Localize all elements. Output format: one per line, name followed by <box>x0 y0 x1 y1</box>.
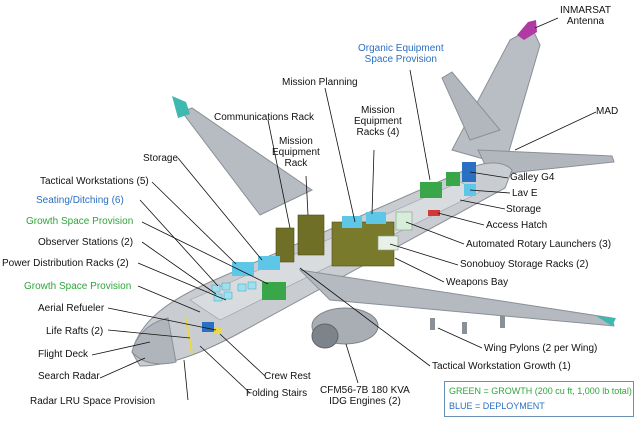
label-storage-top: Storage <box>143 153 179 164</box>
leader-lines <box>91 17 597 401</box>
label-mer-line2: Equipment <box>354 116 402 127</box>
inmarsat-antenna-shape <box>517 20 537 40</box>
label-galley: Galley G4 <box>510 172 555 183</box>
access-hatch-shape <box>428 210 440 216</box>
sonobuoy-rack-block <box>377 235 399 251</box>
label-merack-line2: Equipment <box>272 147 320 158</box>
far-wing-tip <box>172 96 190 118</box>
label-mission-equipment-rack: Mission Equipment Rack <box>272 136 320 169</box>
growth-space-block <box>262 282 286 300</box>
far-wing <box>181 107 313 216</box>
label-engine: CFM56-7B 180 KVA IDG Engines (2) <box>320 385 410 407</box>
label-tactical-workstations: Tactical Workstations (5) <box>40 176 149 187</box>
label-rotary-launchers: Automated Rotary Launchers (3) <box>466 239 612 250</box>
rotary-launcher-block <box>395 211 413 231</box>
growth-space-block <box>446 172 460 186</box>
label-mer-line1: Mission <box>360 105 395 116</box>
label-weapons-bay: Weapons Bay <box>446 277 509 288</box>
label-engine-line2: IDG Engines (2) <box>329 396 401 407</box>
communications-rack-shape <box>275 227 295 263</box>
tactical-workstation <box>232 262 254 276</box>
horizontal-stabilizer-upper <box>441 71 501 141</box>
near-wing <box>298 269 615 327</box>
label-organic-equipment-line1: Organic Equipment <box>358 43 444 54</box>
label-organic-equipment-line2: Space Provision <box>364 54 437 65</box>
label-flight-deck: Flight Deck <box>38 349 89 360</box>
label-growth-space-1: Growth Space Provision <box>26 216 134 227</box>
label-seating-ditching: Seating/Ditching (6) <box>36 195 124 206</box>
engine-inlet <box>311 323 339 349</box>
wing-pylon <box>462 322 467 334</box>
label-lav: Lav E <box>512 188 538 199</box>
label-growth-space-2: Growth Space Provision <box>24 281 132 292</box>
label-search-radar: Search Radar <box>38 371 100 382</box>
label-tactical-growth: Tactical Workstation Growth (1) <box>432 361 571 372</box>
label-mission-equipment-racks: Mission Equipment Racks (4) <box>354 105 402 138</box>
near-wing-tip <box>596 316 616 326</box>
legend-growth: GREEN = GROWTH (200 cu ft, 1,000 lb tota… <box>449 386 632 396</box>
label-life-rafts: Life Rafts (2) <box>46 326 104 337</box>
label-aerial-refueler: Aerial Refueler <box>38 303 105 314</box>
flight-deck-console <box>202 322 214 332</box>
wing-pylon <box>430 318 435 330</box>
label-crew-rest: Crew Rest <box>264 371 311 382</box>
label-communications-rack: Communications Rack <box>214 112 315 123</box>
tactical-workstation <box>366 212 386 224</box>
label-inmarsat: INMARSAT <box>560 5 611 16</box>
label-merack-line1: Mission <box>278 136 313 147</box>
label-wing-pylons: Wing Pylons (2 per Wing) <box>484 343 598 354</box>
label-inmarsat-antenna: INMARSAT Antenna <box>560 5 611 27</box>
label-access-hatch: Access Hatch <box>486 220 548 231</box>
label-mad: MAD <box>596 106 619 117</box>
nose-cone <box>131 317 177 365</box>
label-folding-stairs: Folding Stairs <box>246 388 308 399</box>
galley-block <box>462 162 476 182</box>
label-observer-stations: Observer Stations (2) <box>38 237 134 248</box>
aerial-refueler-mark <box>214 328 222 334</box>
label-mission-planning: Mission Planning <box>282 77 358 88</box>
label-organic-equipment: Organic Equipment Space Provision <box>358 43 444 65</box>
legend-box: GREEN = GROWTH (200 cu ft, 1,000 lb tota… <box>444 381 634 417</box>
label-engine-line1: CFM56-7B 180 KVA <box>320 385 410 396</box>
label-antenna: Antenna <box>566 16 605 27</box>
mission-equipment-rack <box>297 214 325 256</box>
label-storage-right: Storage <box>506 204 542 215</box>
label-power-distribution: Power Distribution Racks (2) <box>2 258 129 269</box>
seating-group <box>211 281 257 302</box>
label-radar-lru: Radar LRU Space Provision <box>30 396 156 407</box>
legend-deployment: BLUE = DEPLOYMENT <box>449 401 545 411</box>
label-mer-line3: Racks (4) <box>356 127 400 138</box>
label-merack-line3: Rack <box>284 158 308 169</box>
label-sonobuoy: Sonobuoy Storage Racks (2) <box>460 259 589 270</box>
growth-space-block <box>420 182 442 198</box>
tactical-workstation <box>342 216 362 228</box>
wing-pylon <box>500 316 505 328</box>
tactical-workstation <box>258 256 280 270</box>
